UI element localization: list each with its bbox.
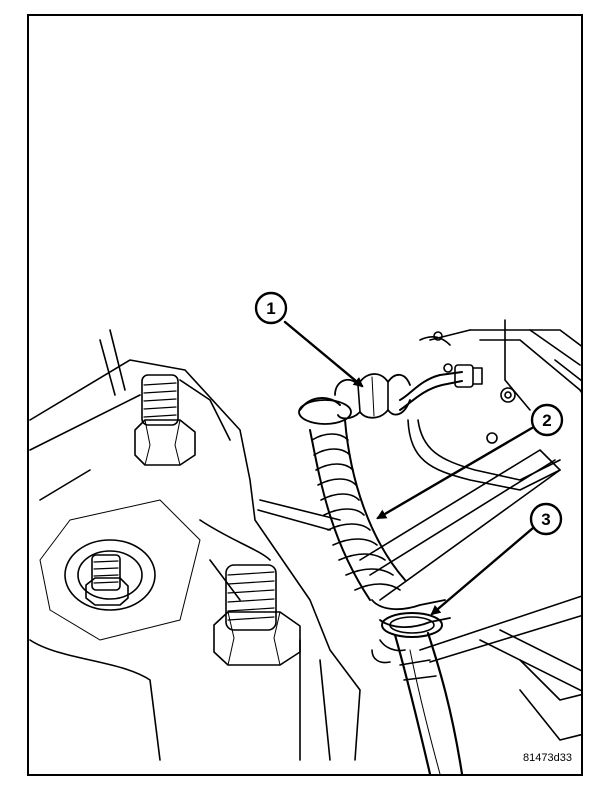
support-bar xyxy=(257,449,581,741)
clamp xyxy=(371,599,451,664)
corrugated-boot xyxy=(298,397,406,601)
figure-id: 81473d33 xyxy=(523,752,572,764)
figure-frame xyxy=(27,14,583,776)
callout-3-label: 3 xyxy=(541,510,550,529)
callout-2-label: 2 xyxy=(542,411,551,430)
bellows-boot xyxy=(334,373,411,420)
callout-2: 2 xyxy=(530,403,564,437)
bolt-upper xyxy=(134,374,196,466)
callout-1: 1 xyxy=(254,291,288,325)
callout-leaders xyxy=(283,320,535,616)
brake-line xyxy=(399,364,561,491)
cable xyxy=(393,631,464,774)
bolt-lower xyxy=(213,564,301,666)
bolt-middle xyxy=(85,554,129,606)
chassis-rail xyxy=(419,319,581,444)
callout-3: 3 xyxy=(529,502,563,536)
callout-1-label: 1 xyxy=(266,299,275,318)
housing-plate xyxy=(29,329,361,761)
